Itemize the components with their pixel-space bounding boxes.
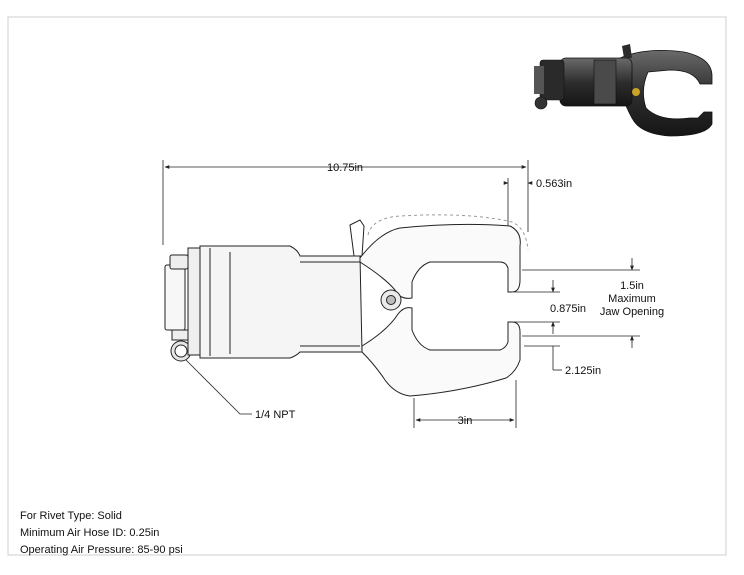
jaw-depth-label: 2.125in <box>565 365 601 377</box>
overall-length-label: 10.75in <box>327 162 363 174</box>
jaw-gap-label: 0.875in <box>550 303 586 315</box>
dimension-lines <box>162 160 640 428</box>
npt-port-label: 1/4 NPT <box>255 409 296 421</box>
product-photo <box>534 44 713 137</box>
dimension-labels: 10.75in 0.563in 1.5in Maximum Jaw Openin… <box>255 162 664 427</box>
throat-depth-label: 3in <box>458 415 473 427</box>
rivet-squeezer-outline <box>164 214 529 397</box>
sheet-border <box>7 16 727 556</box>
jaw-tip-width-label: 0.563in <box>536 178 572 190</box>
max-opening-value-label: 1.5in <box>620 280 644 292</box>
hose-id-note: Minimum Air Hose ID: 0.25in <box>20 527 160 539</box>
rivet-type-note: For Rivet Type: Solid <box>20 510 122 522</box>
air-pressure-note: Operating Air Pressure: 85-90 psi <box>20 544 183 556</box>
max-opening-label-line2: Jaw Opening <box>600 306 664 318</box>
max-opening-label-line1: Maximum <box>608 293 656 305</box>
notes-block: For Rivet Type: Solid Minimum Air Hose I… <box>20 508 183 559</box>
